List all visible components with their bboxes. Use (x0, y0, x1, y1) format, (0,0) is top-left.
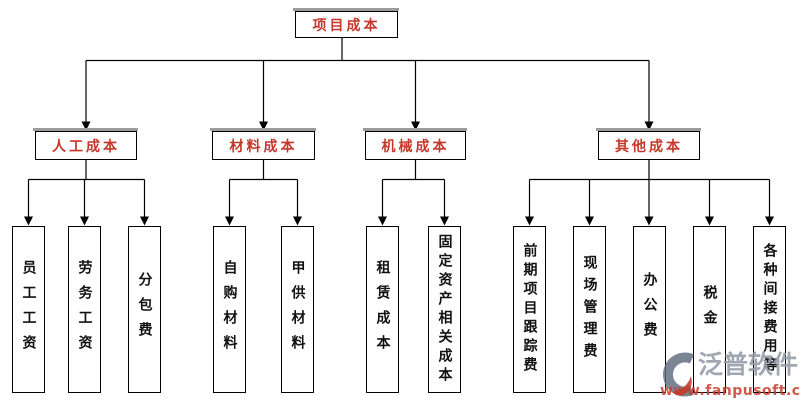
node-site-management-fee: 现场管理费 (573, 226, 606, 393)
node-rental-cost: 租赁成本 (366, 226, 399, 393)
node-tax: 税金 (693, 226, 726, 393)
node-machinery-cost-label: 机械成本 (381, 138, 450, 155)
node-other-cost: 其他成本 (596, 128, 701, 160)
node-site-management-fee-label: 现场管理费 (581, 254, 598, 365)
node-subcontract-fee-label: 分包费 (136, 272, 153, 347)
node-self-purchased-materials: 自购材料 (213, 226, 246, 393)
node-early-project-tracking-fee-label: 前期项目跟踪费 (521, 243, 538, 376)
node-owner-supplied-materials-label: 甲供材料 (289, 259, 306, 360)
node-labor-service-wages: 劳务工资 (68, 226, 101, 393)
node-other-cost-label: 其他成本 (615, 138, 683, 155)
node-material-cost-label: 材料成本 (229, 138, 298, 155)
node-office-fee-label: 办公费 (641, 272, 658, 347)
node-material-cost: 材料成本 (210, 128, 316, 160)
node-employee-wages: 员工工资 (12, 226, 45, 393)
node-project-cost-label: 项目成本 (312, 17, 381, 34)
node-tax-label: 税金 (701, 284, 718, 335)
node-misc-indirect-costs: 各种间接费用等 (753, 226, 786, 393)
node-self-purchased-materials-label: 自购材料 (221, 259, 238, 360)
node-fixed-asset-related-cost-label: 固定资产相关成本 (436, 233, 453, 386)
node-misc-indirect-costs-label: 各种间接费用等 (761, 243, 778, 376)
node-machinery-cost: 机械成本 (363, 128, 467, 160)
node-office-fee: 办公费 (633, 226, 666, 393)
node-employee-wages-label: 员工工资 (20, 259, 37, 360)
tree-lines (27, 38, 771, 217)
node-labor-cost: 人工成本 (33, 128, 138, 160)
node-rental-cost-label: 租赁成本 (374, 259, 391, 360)
node-labor-service-wages-label: 劳务工资 (76, 259, 93, 360)
node-labor-cost-label: 人工成本 (52, 138, 120, 155)
node-fixed-asset-related-cost: 固定资产相关成本 (428, 226, 461, 393)
node-subcontract-fee: 分包费 (128, 226, 161, 393)
node-owner-supplied-materials: 甲供材料 (281, 226, 314, 393)
node-early-project-tracking-fee: 前期项目跟踪费 (513, 226, 546, 393)
node-project-cost: 项目成本 (293, 8, 399, 38)
